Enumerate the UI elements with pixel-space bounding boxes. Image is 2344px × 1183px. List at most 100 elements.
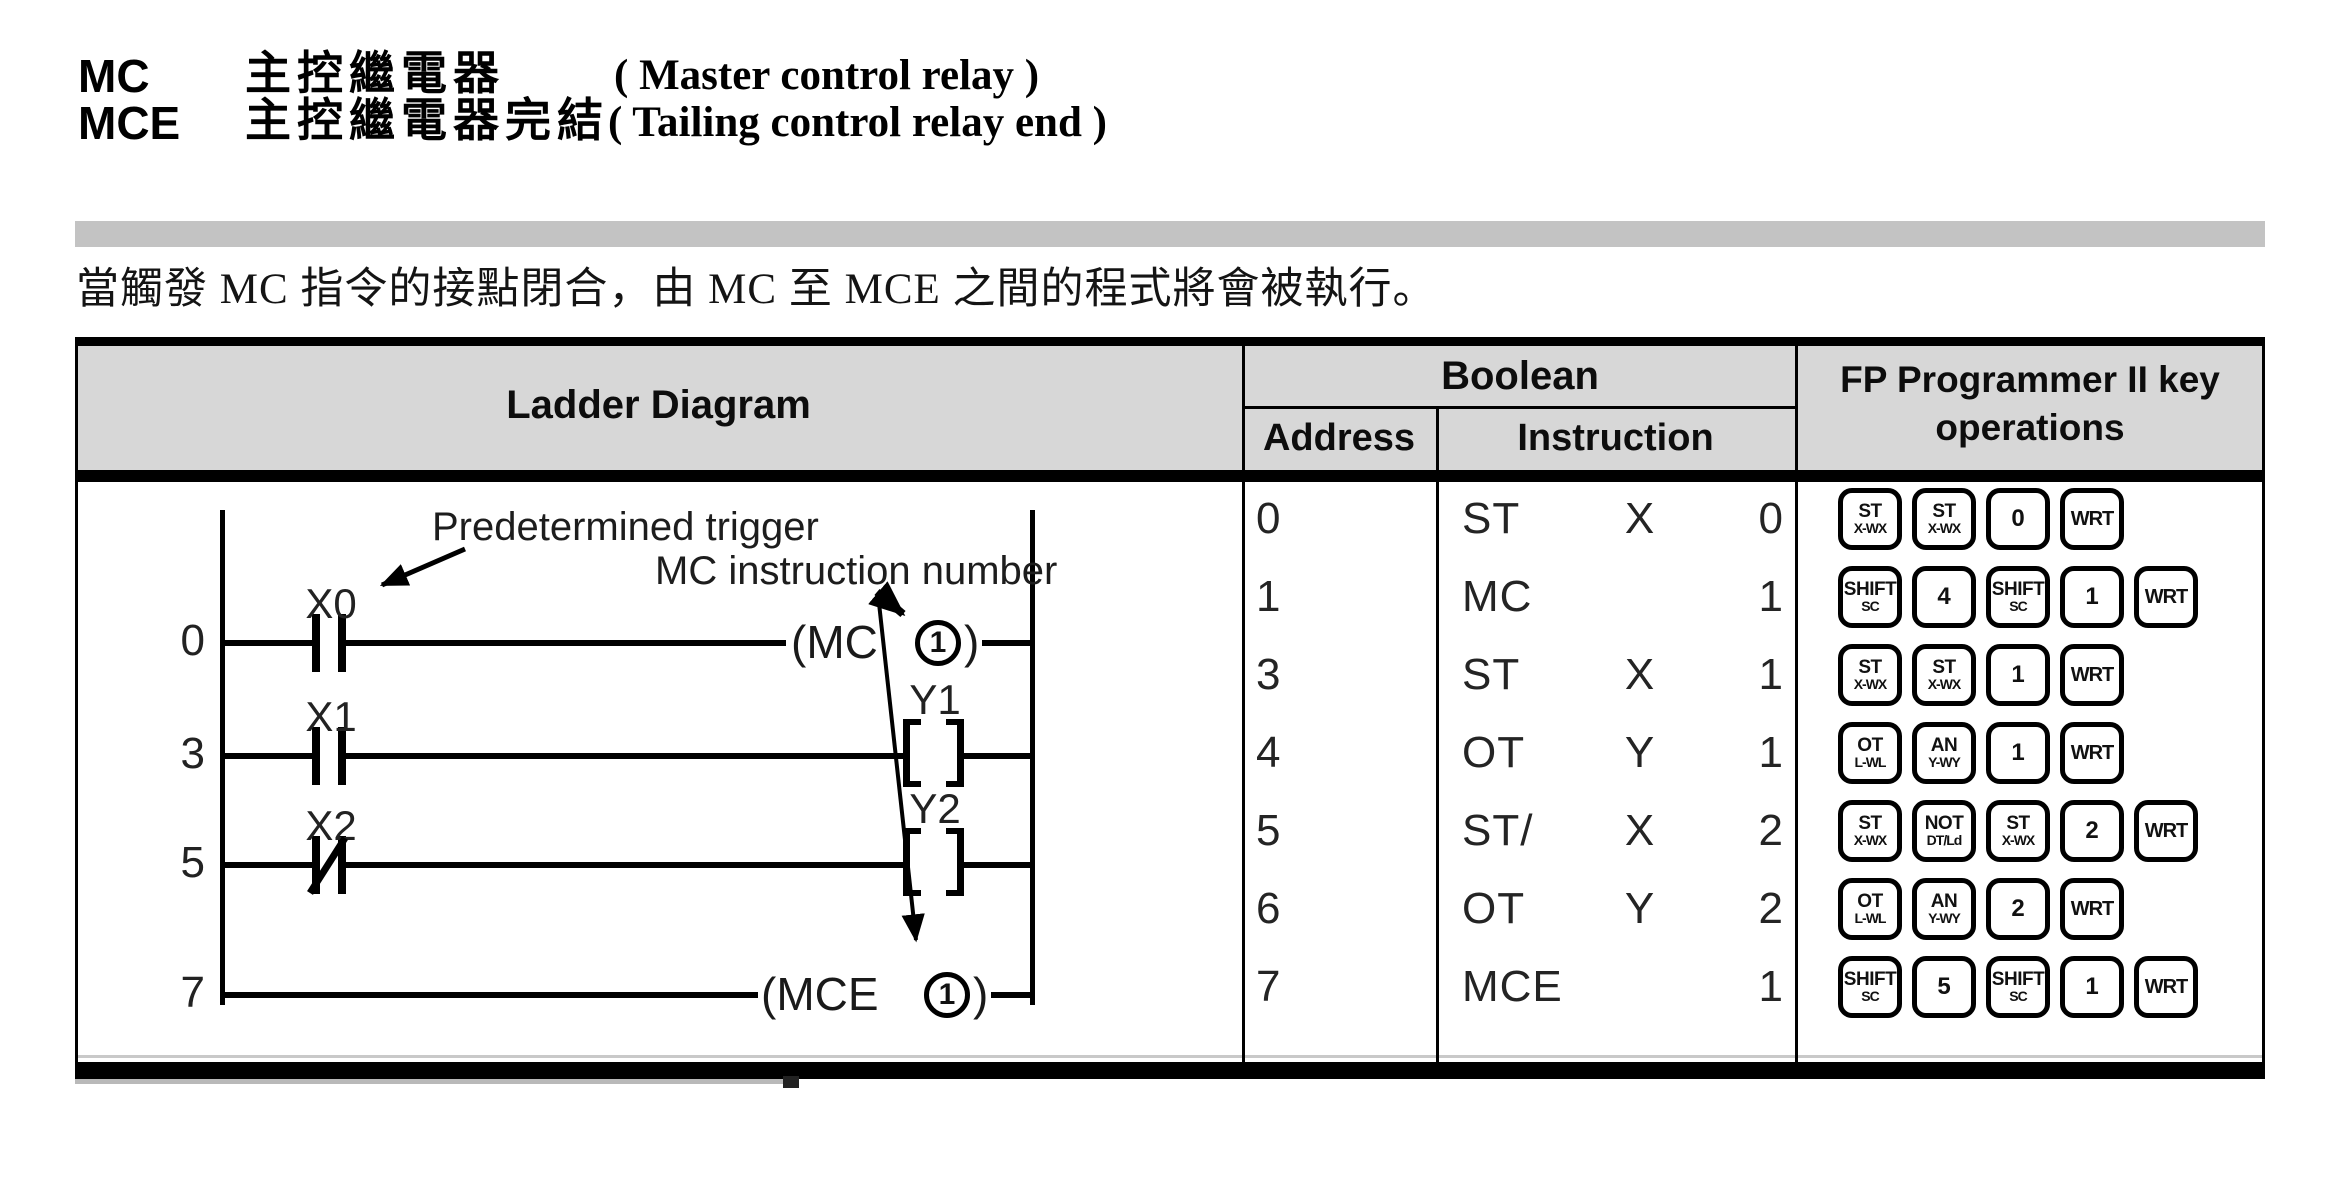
table-border-left: [75, 337, 78, 1079]
predetermined-trigger-arrow: [379, 546, 466, 588]
instruction-op: MC: [1462, 572, 1533, 621]
instruction-operand: [1598, 570, 1682, 624]
instruction-number: 1: [1758, 962, 1784, 1011]
fp-key-1: 1: [1986, 644, 2050, 706]
ladder-right-rail: [1030, 510, 1035, 1005]
header-fp-programmer-line2: operations: [1935, 407, 2125, 448]
rung-line-0: [222, 640, 1032, 646]
rung-line-5: [222, 862, 1032, 868]
header-instruction: Instruction: [1517, 417, 1714, 459]
fp-key-wrt: WRT: [2134, 800, 2198, 862]
address-value: 7: [1256, 962, 1282, 1011]
instruction-operand: Y: [1624, 884, 1656, 933]
fp-key-5: 5: [1912, 956, 1976, 1018]
column-divider-ladder-boolean: [1242, 346, 1245, 1062]
rung-number: 5: [180, 838, 205, 887]
fp-key-wrt: WRT: [2134, 956, 2198, 1018]
header-ladder-diagram: Ladder Diagram: [506, 383, 811, 427]
coil-gap-mask: [910, 862, 960, 868]
table-bottom-shadow: [75, 1079, 790, 1084]
column-divider-instruction-fp: [1795, 346, 1798, 1062]
boolean-header-split-line: [1242, 406, 1798, 409]
contact-bar: [312, 614, 320, 672]
instruction-op: ST: [1462, 650, 1521, 699]
coil-gap-mask: [910, 753, 960, 759]
fp-key-wrt: WRT: [2060, 878, 2124, 940]
coil-bracket-right: [946, 719, 964, 787]
table-border-top: [75, 337, 2265, 346]
instruction-operand: [1598, 960, 1682, 1014]
fp-key-wrt: WRT: [2060, 722, 2124, 784]
instruction-op: ST: [1462, 494, 1521, 543]
contact-gap-mask: [320, 640, 338, 646]
contact-bar: [338, 727, 346, 785]
contact-label-x0: X0: [305, 580, 357, 627]
fp-key-1: 1: [2060, 956, 2124, 1018]
header-address: Address: [1262, 417, 1416, 459]
table-border-bottom: [75, 1062, 2265, 1079]
annotation-predetermined-trigger: Predetermined trigger: [432, 505, 819, 549]
address-value: 3: [1256, 650, 1282, 699]
contact-label-x2: X2: [305, 802, 357, 849]
fp-key-2: 2: [1986, 878, 2050, 940]
column-divider-address-instruction: [1436, 409, 1439, 1062]
mc-instruction-number-circle: 1: [915, 620, 961, 666]
instruction-op: OT: [1462, 884, 1526, 933]
rung-line-7: [222, 992, 1032, 998]
fp-key-0: 0: [1986, 488, 2050, 550]
coil-bracket-right: [946, 828, 964, 896]
coil-bracket-left: [903, 828, 921, 896]
mc-output-close: ): [961, 616, 983, 668]
contact-bar: [338, 614, 346, 672]
rung-number: 0: [180, 616, 205, 665]
mce-output-text: (MCE: [758, 968, 882, 1020]
annotation-mc-instruction-number: MC instruction number: [655, 549, 1058, 593]
instruction-number: 1: [1758, 572, 1784, 621]
title-en-mce: ( Tailing control relay end ): [608, 99, 1107, 146]
scan-tick-mark: [783, 1076, 799, 1088]
title-abbr-mce: MCE: [78, 97, 181, 149]
title-en-mc: ( Master control relay ): [614, 52, 1040, 99]
contact-gap-mask: [320, 753, 338, 759]
coil-bracket-left: [903, 719, 921, 787]
fp-key-wrt: WRT: [2060, 488, 2124, 550]
table-bottom-shadow-top: [75, 1055, 2265, 1058]
section-divider-bar: [75, 221, 2265, 247]
instruction-operand: X: [1624, 806, 1656, 855]
contact-bar: [312, 727, 320, 785]
fp-key-wrt: WRT: [2134, 566, 2198, 628]
coil-label-y2: Y2: [909, 785, 961, 832]
instruction-operand: X: [1624, 650, 1656, 699]
fp-key-1: 1: [1986, 722, 2050, 784]
instruction-op: ST/: [1462, 806, 1534, 855]
description-text: 當觸發 MC 指令的接點閉合，由 MC 至 MCE 之間的程式將會被執行。: [76, 266, 1437, 313]
mce-instruction-number-circle: 1: [924, 972, 970, 1018]
title-zh-mc: 主控繼電器: [245, 48, 505, 99]
fp-key-1: 1: [2060, 566, 2124, 628]
rung-number: 3: [180, 729, 205, 778]
fp-key-2: 2: [2060, 800, 2124, 862]
mc-number-arrow-short: [868, 581, 906, 618]
instruction-operand: X: [1624, 494, 1656, 543]
mc-output-text: (MC: [788, 616, 881, 668]
coil-label-y1: Y1: [909, 676, 961, 723]
rung-number: 7: [180, 968, 205, 1017]
